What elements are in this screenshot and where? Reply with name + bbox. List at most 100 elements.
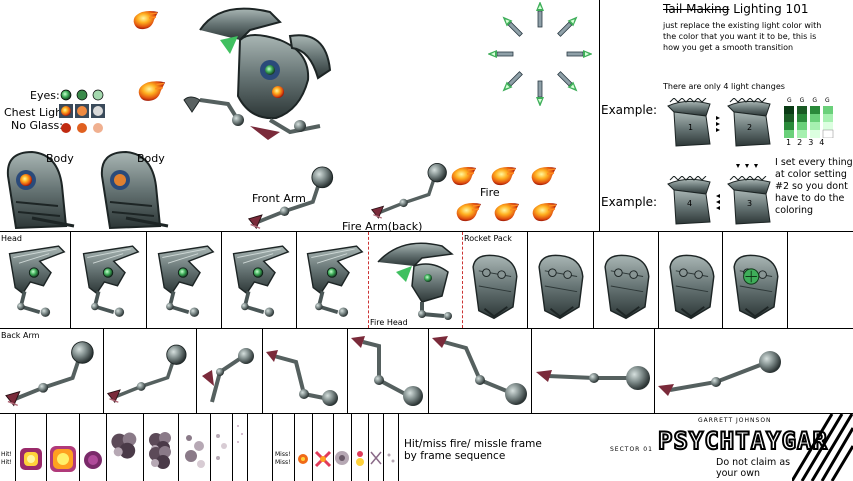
head-row (0, 232, 853, 328)
arrow-marks-2 (716, 194, 720, 210)
body-sprite-1 (6, 150, 75, 230)
swatch-number-4: 4 (819, 138, 831, 147)
hit-burst-2 (50, 446, 76, 472)
lighting-note: There are only 4 light changes (663, 82, 785, 91)
back-arm-sprite-3 (202, 348, 254, 403)
example-frame-3 (727, 176, 771, 225)
example-frame-3-number: 3 (747, 199, 753, 208)
example-label-2: Example: (601, 195, 658, 209)
swatch-letter-4: G (824, 97, 838, 104)
swatch-letter-3: G (812, 97, 825, 104)
smoke-sprite-3 (185, 435, 205, 468)
hit-miss-row (0, 414, 400, 481)
lighting-title-strike: Tail Making (663, 2, 730, 16)
color-swatch-grid (784, 106, 834, 138)
fire-head-label: Fire Head (370, 318, 408, 327)
fire-label: Fire (480, 186, 500, 199)
fire-sprite-e (493, 202, 520, 222)
hit-burst-1 (20, 448, 42, 470)
fire-sprite-d (455, 202, 482, 222)
example-frame-4-number: 4 (687, 199, 693, 208)
missile-ring-sprite (488, 2, 592, 106)
credit-name: GARRETT JOHNSON (698, 417, 772, 424)
head-sprite-3 (156, 244, 216, 319)
arrow-marks-1 (716, 116, 720, 132)
lighting-info-text: I set every thing at color setting #2 so… (775, 157, 853, 216)
disclaimer-text: Do not claim as your own (716, 457, 791, 479)
row-divider-head (0, 231, 853, 232)
swatch-letters: GGGG (787, 98, 838, 104)
fire-arm-back-sprite (370, 162, 449, 220)
hit-label-2: Hit! (1, 459, 12, 466)
example-frame-2 (727, 98, 771, 147)
fireball-sprite-2 (137, 80, 166, 102)
example-label-1: Example: (601, 103, 658, 117)
rocket-pack-label: Rocket Pack (464, 234, 512, 243)
back-arm-sprite-5 (351, 336, 423, 406)
smoke-sprite-2 (149, 432, 171, 469)
rocket-pack-sprite-2 (538, 254, 584, 320)
example-frame-4 (667, 176, 711, 225)
large-robot-sprite (183, 7, 332, 140)
lighting-title: Lighting 101 (733, 2, 809, 16)
rocket-pack-sprite-3 (604, 254, 650, 320)
back-arm-sprite-6 (432, 336, 527, 405)
hit-burst-3 (84, 451, 102, 469)
body-label-2: Body (137, 152, 165, 165)
rocket-pack-sprite-4 (669, 254, 715, 320)
miss-burst-4 (356, 451, 364, 466)
lighting-divider (599, 0, 600, 231)
psychtaygar-logo: PSYCHTAYGAR (657, 427, 828, 455)
hit-miss-description: Hit/miss fire/ missle frame by frame seq… (404, 438, 542, 462)
smoke-sprite-5 (237, 425, 243, 443)
arrow-marks-3 (736, 164, 758, 168)
back-arm-sprite-2 (106, 344, 188, 405)
body-label-1: Body (46, 152, 74, 165)
front-arm-sprite (246, 166, 335, 231)
chest-light-label: Chest Light: (4, 106, 71, 119)
fireball-sprite-1 (132, 10, 159, 30)
back-arm-sprite-1 (4, 340, 96, 408)
swatch-number-2: 2 (797, 138, 809, 147)
smoke-sprite-4 (216, 434, 227, 460)
swatch-letter-1: G (787, 97, 800, 104)
lighting-title-line: Tail Making Lighting 101 (663, 3, 808, 15)
example-frame-2-number: 2 (747, 123, 753, 132)
rocket-pack-sprite-5 (733, 254, 779, 320)
miss-label-1: Miss! (275, 451, 291, 458)
eye-swatch-group (59, 89, 105, 133)
row-divider-bottom (0, 413, 853, 414)
miss-burst-2 (314, 450, 332, 468)
logo-stripes (792, 414, 853, 481)
fire-sprite-b (490, 166, 517, 186)
smoke-sprite-1 (111, 432, 137, 459)
fire-sprite-f (531, 202, 558, 222)
miss-burst-6 (387, 453, 395, 463)
swatch-number-3: 3 (808, 138, 820, 147)
example-frame-1-number: 1 (688, 123, 694, 132)
head-label: Head (1, 234, 22, 243)
fire-head-sprite (377, 242, 454, 320)
back-arm-sprite-7 (536, 366, 650, 390)
rocket-pack-sprite-1 (472, 254, 518, 320)
miss-burst-1 (298, 454, 308, 464)
swatch-letter-2: G (799, 97, 813, 104)
fire-arm-back-label: Fire Arm(back) (342, 220, 423, 233)
miss-label-2: Miss! (275, 459, 291, 466)
swatch-numbers: 1234 (786, 138, 830, 147)
fire-sprite-c (530, 166, 557, 186)
miss-burst-3 (335, 451, 349, 465)
body-sprite-2 (100, 150, 169, 230)
head-sprite-2 (81, 244, 141, 319)
fire-sprite-a (450, 166, 477, 186)
head-sprite-4 (231, 244, 291, 319)
lighting-description: just replace the existing light color wi… (663, 21, 822, 52)
swatch-number-1: 1 (786, 138, 798, 147)
front-arm-label: Front Arm (252, 192, 306, 205)
sector-label: SECTOR 01 (610, 446, 653, 453)
no-glass-label: No Glass: (11, 119, 63, 132)
row-divider-backarm (0, 328, 853, 329)
back-arm-sprite-4 (266, 350, 338, 406)
miss-burst-5 (370, 451, 382, 465)
head-sprite-5 (305, 244, 365, 319)
